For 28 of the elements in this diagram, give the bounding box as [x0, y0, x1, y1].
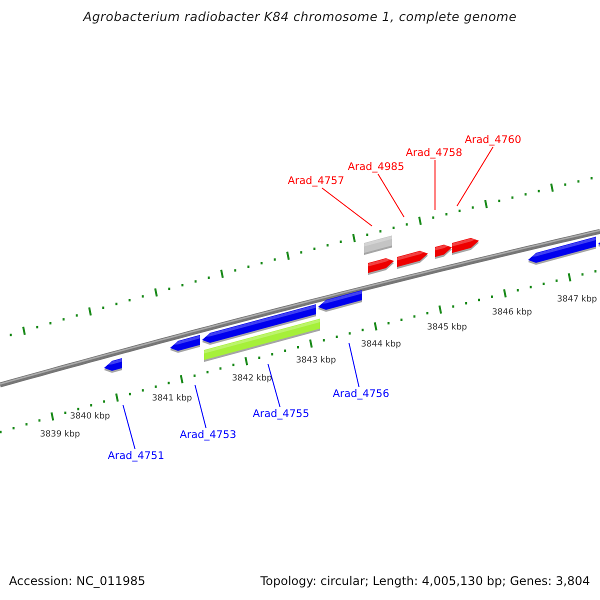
scale-label: 3841 kbp: [152, 394, 192, 404]
scale-label: 3847 kbp: [556, 294, 598, 306]
gene-label: Arad_4751: [108, 449, 164, 463]
gene-label: Arad_4757: [288, 174, 344, 188]
gene-label: Arad_4758: [406, 146, 462, 160]
scale-label: 3842 kbp: [232, 374, 272, 384]
scale-label: 3845 kbp: [426, 322, 468, 334]
leader-line: [194, 384, 206, 428]
gene-label: Arad_4985: [348, 160, 404, 174]
leader-line: [434, 160, 436, 210]
gene-label: Arad_4760: [464, 133, 522, 147]
gene-label: Arad_4756: [332, 387, 390, 401]
leader-line: [378, 174, 404, 218]
leader-line: [322, 188, 372, 226]
genome-summary: Topology: circular; Length: 4,005,130 bp; Genes: 3,804: [260, 573, 590, 589]
gene-label: Arad_4753: [180, 428, 236, 442]
chart-title: Agrobacterium radiobacter K84 chromosome 1, complete genome: [82, 9, 518, 24]
scale-label: 3840 kbp: [70, 412, 110, 422]
scale-label: 3843 kbp: [296, 356, 336, 366]
scale-label: 3846 kbp: [492, 308, 532, 318]
accession-number: Accession: NC_011985: [9, 573, 146, 589]
scale-label: 3844 kbp: [360, 340, 402, 350]
leader-line: [456, 146, 494, 206]
gene-label: Arad_4755: [252, 407, 310, 421]
leader-line: [122, 404, 136, 450]
leader-line: [268, 364, 280, 408]
leader-line: [348, 342, 360, 388]
scale-label: 3839 kbp: [40, 430, 80, 440]
